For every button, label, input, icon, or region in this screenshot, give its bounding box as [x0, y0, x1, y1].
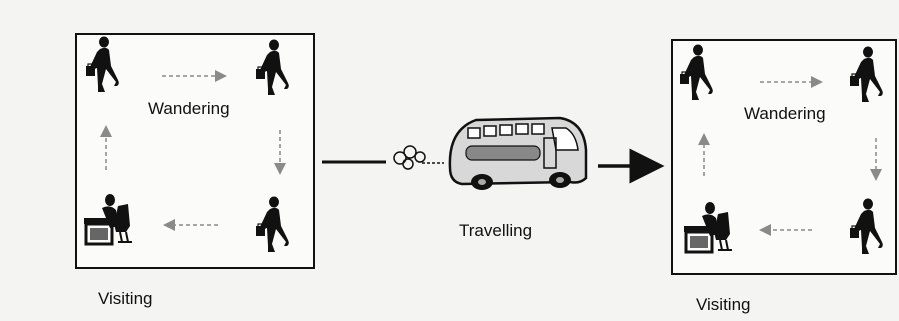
left-wandering-label: Wandering: [148, 99, 230, 119]
right-wandering-label: Wandering: [744, 104, 826, 124]
left-visiting-label: Visiting: [98, 289, 153, 309]
exhaust-cloud-icon: [394, 146, 444, 169]
travelling-label: Travelling: [459, 221, 532, 241]
bus-icon: [450, 118, 586, 190]
right-visiting-label: Visiting: [696, 295, 751, 315]
